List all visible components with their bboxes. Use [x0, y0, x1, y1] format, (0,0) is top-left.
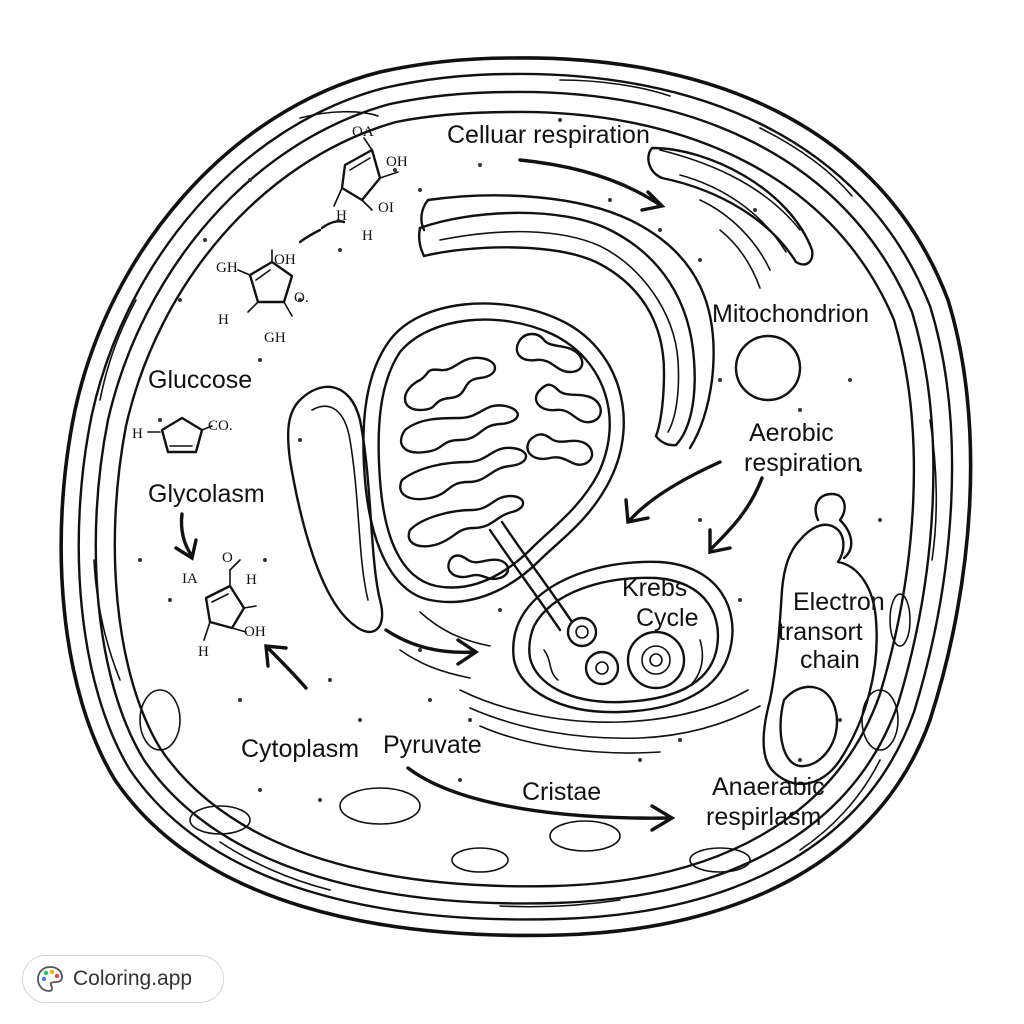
label-cytoplasm: Cytoplasm	[241, 735, 359, 763]
cell-membrane	[59, 56, 973, 938]
chem-m4-ia: IA	[182, 571, 198, 587]
chem-m1-oa: OA	[352, 124, 374, 140]
arrow-pyruvate	[384, 628, 476, 655]
label-etc-line1: Electron	[793, 588, 885, 616]
arrow-aerobic-2	[710, 476, 764, 550]
label-anaerobic-line2: respirlasm	[706, 803, 821, 831]
label-glycolysis: Glycolasm	[148, 480, 265, 508]
label-aerobic-line2: respiration	[744, 449, 861, 477]
arrow-glycolysis	[179, 512, 194, 558]
label-anaerobic-line1: Anaerabic	[712, 773, 825, 801]
molecule-3	[147, 416, 213, 454]
label-mitochondrion: Mitochondrion	[712, 300, 869, 328]
molecule-2	[237, 249, 294, 317]
chem-m1-oh: OH	[386, 154, 408, 170]
chem-m1-oi: OI	[378, 200, 394, 216]
krebs-compartment	[399, 560, 761, 754]
chem-m2-gh: GH	[216, 260, 238, 276]
chem-m4-o: O	[222, 550, 233, 566]
chem-m2-oh: OH	[274, 252, 296, 268]
label-pyruvate: Pyruvate	[383, 731, 482, 759]
chem-labels: OA OH H OI H GH OH O. H GH H CO. O IA H …	[132, 124, 408, 660]
chem-m2-o: O.	[294, 290, 309, 306]
chem-m1-h: H	[336, 208, 347, 224]
arrows	[174, 158, 764, 832]
cytoplasm-granules	[138, 118, 882, 802]
watermark-badge[interactable]: Coloring.app	[22, 955, 224, 1003]
chem-m2-gh2: GH	[264, 330, 286, 346]
mitochondrion	[362, 302, 625, 632]
label-glucose: Gluccose	[148, 366, 252, 394]
vesicle	[734, 334, 802, 402]
label-cristae: Cristae	[522, 778, 601, 806]
label-etc-line2: transort	[778, 618, 863, 646]
arrow-cristae	[406, 766, 672, 820]
label-aerobic-line1: Aerobic	[749, 419, 834, 447]
chem-m3-h: H	[132, 426, 143, 442]
chem-m4-oh: OH	[244, 624, 266, 640]
golgi-body-left	[286, 385, 384, 634]
molecule-4	[203, 559, 257, 641]
chem-m3-co: CO.	[208, 418, 233, 434]
label-krebs-line2: Cycle	[636, 604, 699, 632]
label-cellular-respiration: Celluar respiration	[447, 121, 650, 149]
watermark-text: Coloring.app	[73, 967, 193, 990]
arrow-aerobic-1	[628, 460, 722, 522]
chem-m2-h: H	[218, 312, 229, 328]
chem-m4-h: H	[246, 572, 257, 588]
chem-m4-h2: H	[198, 644, 209, 660]
labels: Celluar respiration Mitochondrion Aerobi…	[148, 121, 885, 831]
label-etc-line3: chain	[800, 646, 860, 674]
arrow-cellular-respiration	[518, 158, 662, 207]
electron-transport-organelle	[762, 492, 878, 785]
arrow-cytoplasm	[266, 646, 308, 690]
endoplasmic-reticulum	[418, 146, 814, 450]
chem-m1-h2: H	[362, 228, 373, 244]
palette-icon	[35, 964, 65, 994]
molecule-1	[298, 137, 399, 244]
label-krebs-line1: Krebs	[622, 574, 687, 602]
